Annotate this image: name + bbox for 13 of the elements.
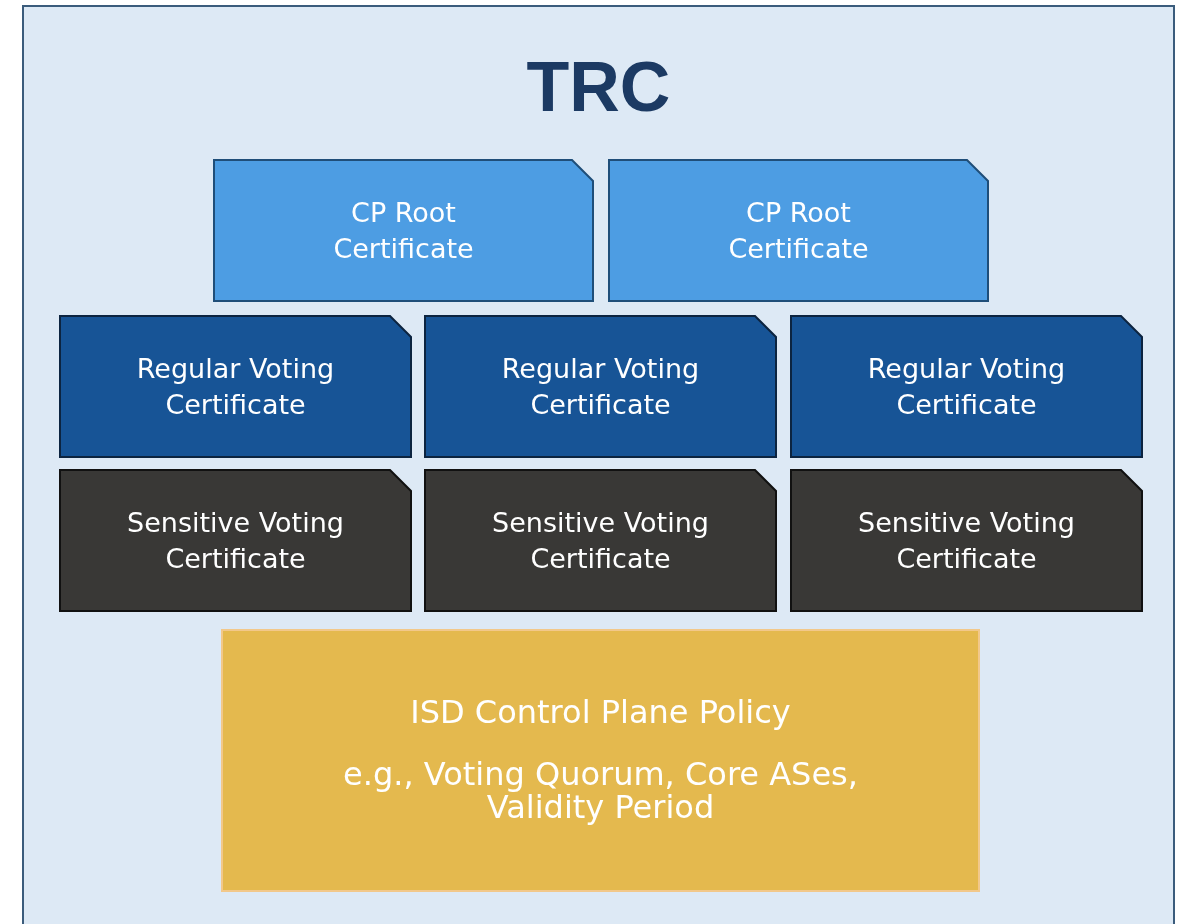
certificate-label: Sensitive Voting Certificate xyxy=(126,506,345,576)
certificate-label: Sensitive Voting Certificate xyxy=(491,506,710,576)
panel-background xyxy=(22,5,1175,924)
certificate-label: CP Root Certificate xyxy=(332,196,475,266)
certificate-label: Sensitive Voting Certificate xyxy=(857,506,1076,576)
policy-description: e.g., Voting Quorum, Core ASes, Validity Period xyxy=(342,757,859,825)
policy-box xyxy=(221,629,980,892)
policy-heading: ISD Control Plane Policy xyxy=(410,696,791,730)
certificate-label: Regular Voting Certificate xyxy=(866,352,1067,422)
certificate-label: CP Root Certificate xyxy=(727,196,870,266)
certificate-label: Regular Voting Certificate xyxy=(135,352,336,422)
panel-title: TRC xyxy=(525,47,672,127)
certificate-label: Regular Voting Certificate xyxy=(500,352,701,422)
